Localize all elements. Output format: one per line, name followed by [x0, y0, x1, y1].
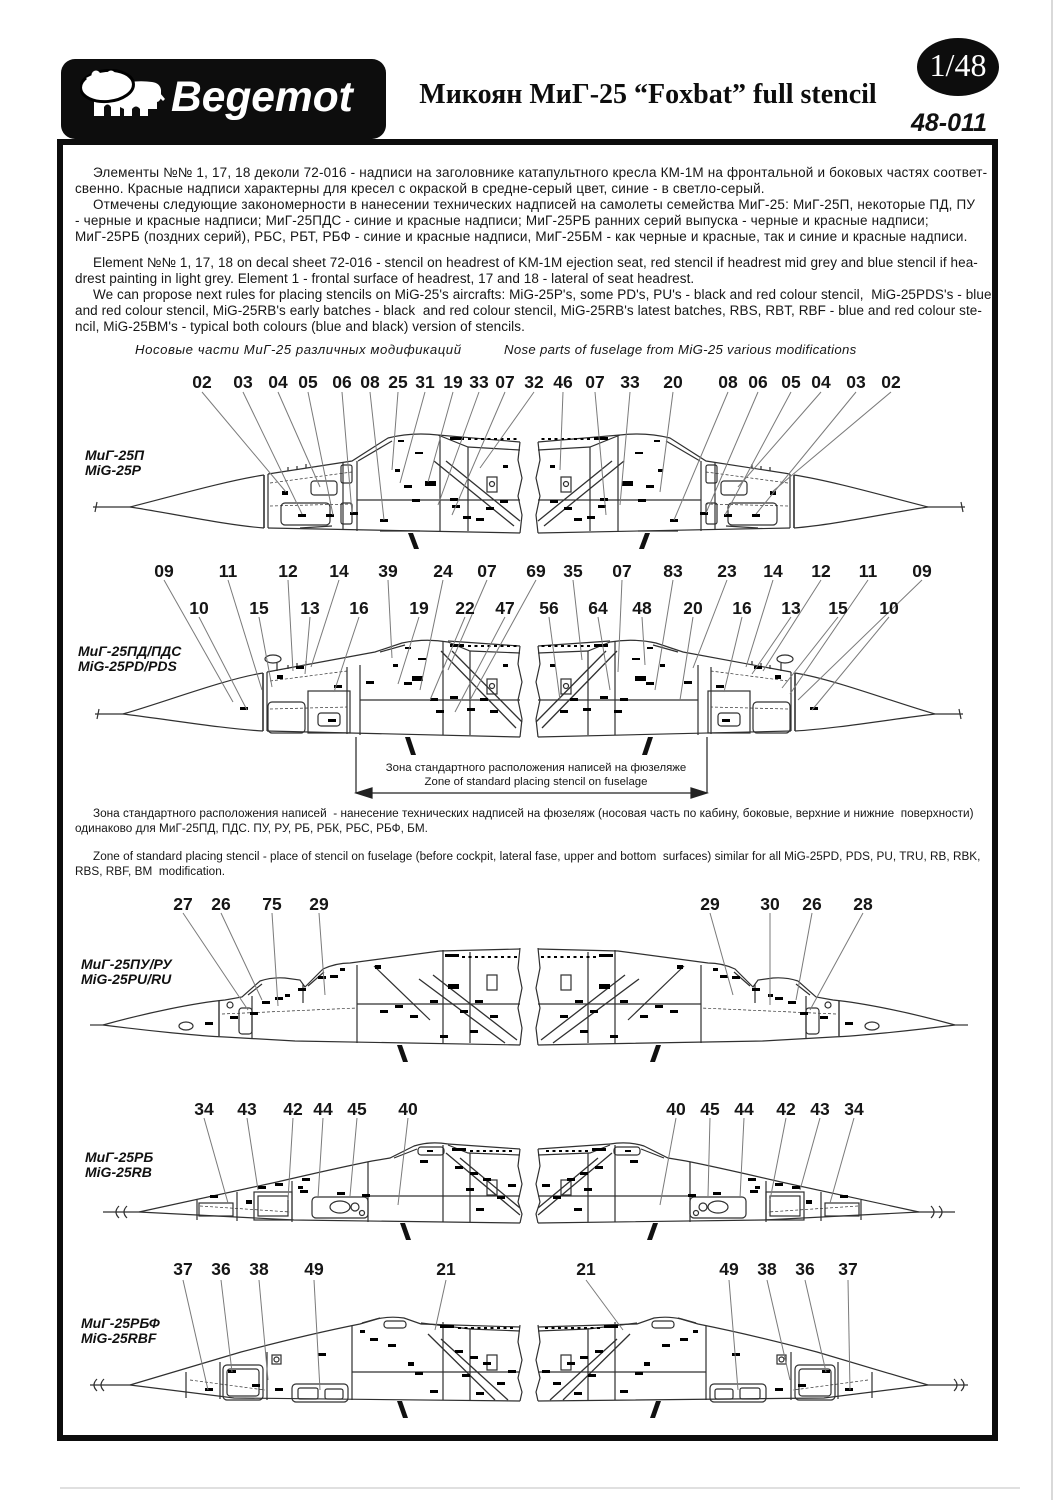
svg-text:16: 16: [732, 598, 752, 618]
svg-text:32: 32: [524, 372, 544, 392]
svg-text:44: 44: [313, 1099, 333, 1119]
svg-text:07: 07: [477, 561, 496, 581]
svg-text:34: 34: [844, 1099, 864, 1119]
svg-text:40: 40: [398, 1099, 418, 1119]
svg-text:28: 28: [853, 894, 873, 914]
svg-text:10: 10: [879, 598, 899, 618]
svg-text:75: 75: [262, 894, 282, 914]
svg-text:26: 26: [211, 894, 231, 914]
svg-text:38: 38: [757, 1259, 777, 1279]
svg-text:34: 34: [194, 1099, 214, 1119]
svg-text:46: 46: [553, 372, 573, 392]
svg-text:16: 16: [349, 598, 369, 618]
svg-text:03: 03: [846, 372, 866, 392]
svg-text:04: 04: [811, 372, 831, 392]
svg-text:02: 02: [192, 372, 212, 392]
svg-text:29: 29: [309, 894, 329, 914]
svg-text:09: 09: [912, 561, 932, 581]
svg-text:06: 06: [332, 372, 352, 392]
svg-text:48: 48: [632, 598, 652, 618]
svg-text:56: 56: [539, 598, 559, 618]
svg-text:64: 64: [588, 598, 608, 618]
svg-text:31: 31: [415, 372, 435, 392]
svg-text:02: 02: [881, 372, 901, 392]
svg-text:29: 29: [700, 894, 720, 914]
svg-text:26: 26: [802, 894, 822, 914]
svg-text:47: 47: [495, 598, 514, 618]
svg-text:69: 69: [526, 561, 546, 581]
svg-text:05: 05: [298, 372, 318, 392]
svg-text:12: 12: [278, 561, 298, 581]
svg-text:10: 10: [189, 598, 209, 618]
svg-text:15: 15: [828, 598, 848, 618]
svg-text:12: 12: [811, 561, 831, 581]
svg-text:21: 21: [436, 1259, 456, 1279]
svg-text:19: 19: [409, 598, 429, 618]
svg-text:21: 21: [576, 1259, 596, 1279]
svg-text:35: 35: [563, 561, 583, 581]
svg-text:40: 40: [666, 1099, 686, 1119]
svg-text:49: 49: [304, 1259, 324, 1279]
svg-text:25: 25: [388, 372, 408, 392]
svg-text:42: 42: [283, 1099, 303, 1119]
svg-text:45: 45: [700, 1099, 720, 1119]
svg-text:20: 20: [663, 372, 683, 392]
svg-text:19: 19: [443, 372, 463, 392]
svg-text:07: 07: [585, 372, 604, 392]
svg-text:14: 14: [763, 561, 783, 581]
svg-text:07: 07: [495, 372, 514, 392]
svg-text:43: 43: [810, 1099, 830, 1119]
svg-text:36: 36: [795, 1259, 815, 1279]
svg-text:37: 37: [173, 1259, 192, 1279]
svg-text:39: 39: [378, 561, 398, 581]
svg-text:20: 20: [683, 598, 703, 618]
svg-text:36: 36: [211, 1259, 231, 1279]
svg-text:11: 11: [859, 561, 878, 581]
svg-text:27: 27: [173, 894, 192, 914]
svg-text:38: 38: [249, 1259, 269, 1279]
svg-text:11: 11: [219, 561, 238, 581]
svg-text:08: 08: [360, 372, 380, 392]
svg-text:37: 37: [838, 1259, 857, 1279]
svg-text:22: 22: [455, 598, 475, 618]
svg-text:15: 15: [249, 598, 269, 618]
svg-text:49: 49: [719, 1259, 739, 1279]
svg-text:23: 23: [717, 561, 737, 581]
svg-text:33: 33: [469, 372, 489, 392]
svg-text:42: 42: [776, 1099, 796, 1119]
svg-text:33: 33: [620, 372, 640, 392]
svg-text:13: 13: [781, 598, 801, 618]
svg-text:43: 43: [237, 1099, 257, 1119]
svg-text:08: 08: [718, 372, 738, 392]
svg-text:09: 09: [154, 561, 174, 581]
svg-text:05: 05: [781, 372, 801, 392]
svg-text:03: 03: [233, 372, 253, 392]
svg-text:07: 07: [612, 561, 631, 581]
svg-text:04: 04: [268, 372, 288, 392]
svg-text:13: 13: [300, 598, 320, 618]
svg-text:83: 83: [663, 561, 683, 581]
svg-text:06: 06: [748, 372, 768, 392]
svg-text:24: 24: [433, 561, 453, 581]
svg-text:30: 30: [760, 894, 780, 914]
svg-text:44: 44: [734, 1099, 754, 1119]
svg-text:14: 14: [329, 561, 349, 581]
svg-text:45: 45: [347, 1099, 367, 1119]
